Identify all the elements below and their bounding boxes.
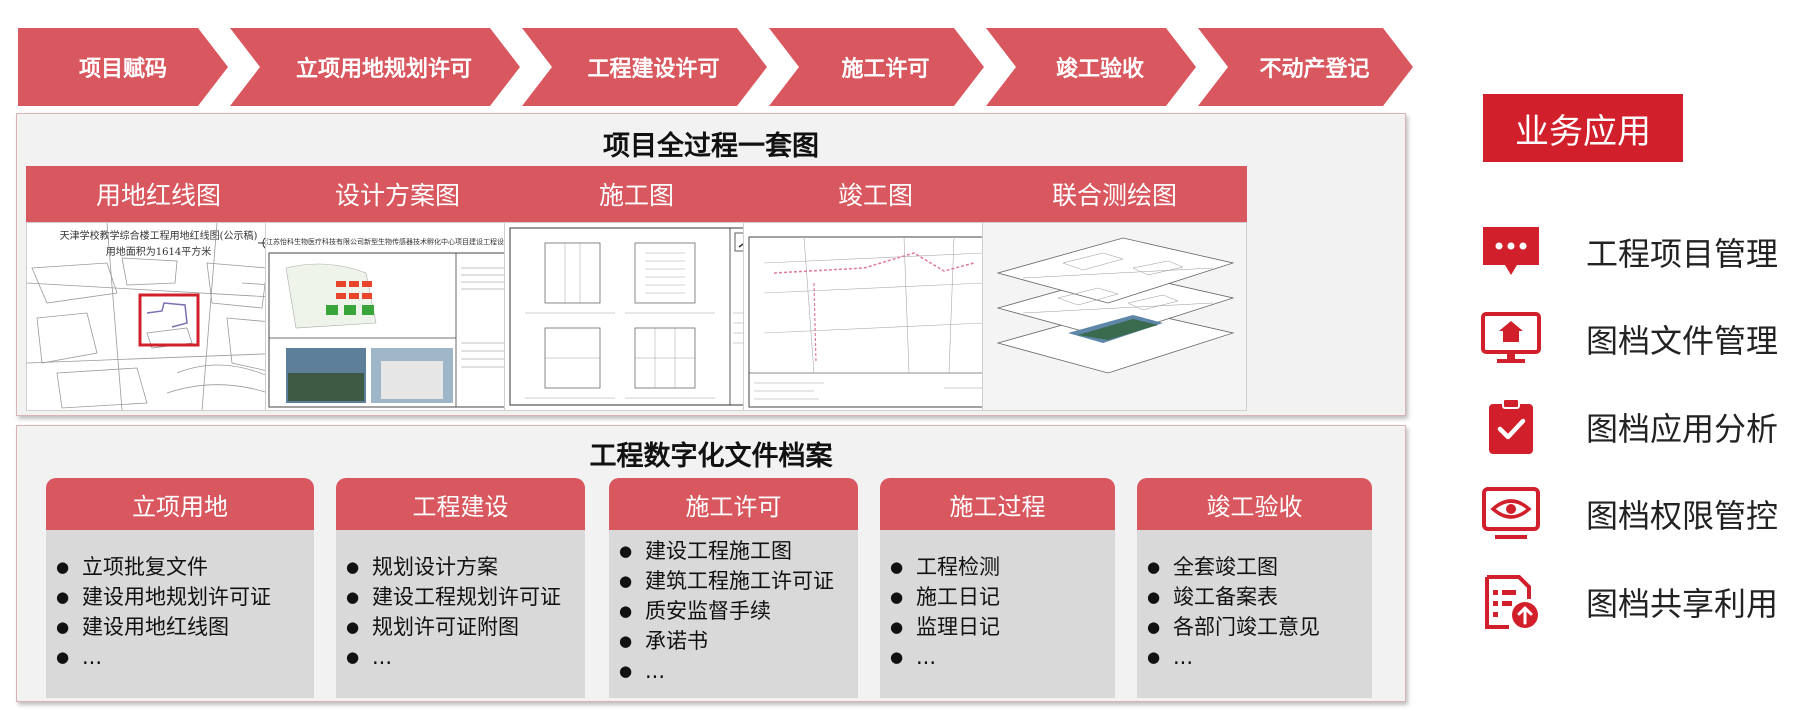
process-step-3: 工程建设许可	[522, 28, 767, 106]
document-share-icon	[1476, 570, 1546, 634]
list-item: 工程检测	[890, 552, 1115, 582]
business-item-files[interactable]: 图档文件管理	[1476, 307, 1796, 371]
process-step-4: 施工许可	[769, 28, 984, 106]
business-item-analysis[interactable]: 图档应用分析	[1476, 395, 1796, 459]
archive-category-title: 工程建设	[336, 478, 585, 530]
business-item-permission[interactable]: 图档权限管控	[1476, 482, 1796, 546]
list-item: 全套竣工图	[1147, 552, 1372, 582]
list-item: 各部门竣工意见	[1147, 612, 1372, 642]
construction-drawing-thumbnail	[504, 222, 769, 411]
list-item: 建筑工程施工许可证	[619, 566, 858, 596]
list-item: 建设工程规划许可证	[346, 582, 585, 612]
archive-category-list: 立项批复文件 建设用地规划许可证 建设用地红线图 ...	[46, 530, 314, 698]
process-step-6: 不动产登记	[1198, 28, 1413, 106]
drawing-card-title: 施工图	[504, 166, 769, 222]
list-item: 建设工程施工图	[619, 536, 858, 566]
eye-screen-icon	[1476, 482, 1546, 546]
archive-panel: 工程数字化文件档案 立项用地 立项批复文件 建设用地规划许可证 建设用地红线图 …	[16, 425, 1406, 702]
archive-category-title: 立项用地	[46, 478, 314, 530]
archive-category-title: 竣工验收	[1137, 478, 1372, 530]
process-flow: 项目赋码 立项用地规划许可 工程建设许可 施工许可 竣工验收 不动产登记	[18, 28, 1413, 106]
design-plan-thumbnail: 江苏怡科生物医疗科技有限公司新型生物传感器技术孵化中心项目建设工程设计方案批后公…	[265, 222, 530, 411]
list-item: 立项批复文件	[56, 552, 314, 582]
process-step-5: 竣工验收	[986, 28, 1196, 106]
list-item: 规划设计方案	[346, 552, 585, 582]
chat-bubble-icon	[1476, 220, 1546, 284]
drawing-card-title: 联合测绘图	[982, 166, 1247, 222]
list-item: ...	[619, 656, 858, 686]
list-item: 质安监督手续	[619, 596, 858, 626]
archive-category-permit[interactable]: 施工许可 建设工程施工图 建筑工程施工许可证 质安监督手续 承诺书 ...	[609, 478, 858, 698]
business-item-project[interactable]: 工程项目管理	[1476, 220, 1796, 284]
archive-category-title: 施工过程	[880, 478, 1115, 530]
list-item: ...	[346, 642, 585, 672]
archive-category-list: 建设工程施工图 建筑工程施工许可证 质安监督手续 承诺书 ...	[609, 530, 858, 698]
list-item: ...	[890, 642, 1115, 672]
archive-category-title: 施工许可	[609, 478, 858, 530]
list-item: 施工日记	[890, 582, 1115, 612]
list-item: ...	[56, 642, 314, 672]
drawing-card-design[interactable]: 设计方案图 江苏怡科生物医疗科技有限公司新型生物传感器技术孵化中心项目建设工程设…	[265, 166, 530, 411]
drawing-card-title: 用地红线图	[26, 166, 291, 222]
clipboard-check-icon	[1476, 395, 1546, 459]
archive-category-acceptance[interactable]: 竣工验收 全套竣工图 竣工备案表 各部门竣工意见 ...	[1137, 478, 1372, 698]
list-item: 竣工备案表	[1147, 582, 1372, 612]
process-step-2: 立项用地规划许可	[230, 28, 520, 106]
archive-category-list: 全套竣工图 竣工备案表 各部门竣工意见 ...	[1137, 530, 1372, 698]
process-step-1: 项目赋码	[18, 28, 228, 106]
drawing-card-title: 竣工图	[743, 166, 1008, 222]
archive-category-list: 规划设计方案 建设工程规划许可证 规划许可证附图 ...	[336, 530, 585, 698]
drawing-card-redline[interactable]: 用地红线图 天津学校教学综合楼工程用地红线图(公示稿) 用地面积为1614平方米	[26, 166, 291, 411]
drawing-card-asbuilt[interactable]: 竣工图	[743, 166, 1008, 411]
drawing-card-title: 设计方案图	[265, 166, 530, 222]
list-item: 建设用地规划许可证	[56, 582, 314, 612]
list-item: ...	[1147, 642, 1372, 672]
archive-category-construction[interactable]: 工程建设 规划设计方案 建设工程规划许可证 规划许可证附图 ...	[336, 478, 585, 698]
survey-drawing-thumbnail	[982, 222, 1247, 411]
drawing-card-construction[interactable]: 施工图	[504, 166, 769, 411]
archive-category-process[interactable]: 施工过程 工程检测 施工日记 监理日记 ...	[880, 478, 1115, 698]
asbuilt-drawing-thumbnail	[743, 222, 1008, 411]
archive-panel-title: 工程数字化文件档案	[589, 441, 833, 472]
business-title: 业务应用	[1483, 94, 1683, 162]
monitor-home-icon	[1476, 307, 1546, 371]
drawings-panel: 项目全过程一套图 用地红线图 天津学校教学综合楼工程用地红线图(公示稿) 用地面…	[16, 113, 1406, 416]
list-item: 承诺书	[619, 626, 858, 656]
drawings-panel-title: 项目全过程一套图	[603, 131, 819, 162]
drawing-card-survey[interactable]: 联合测绘图	[982, 166, 1247, 411]
archive-category-land[interactable]: 立项用地 立项批复文件 建设用地规划许可证 建设用地红线图 ...	[46, 478, 314, 698]
list-item: 监理日记	[890, 612, 1115, 642]
redline-map-thumbnail: 天津学校教学综合楼工程用地红线图(公示稿) 用地面积为1614平方米	[26, 222, 291, 411]
business-item-share[interactable]: 图档共享利用	[1476, 570, 1796, 634]
list-item: 规划许可证附图	[346, 612, 585, 642]
archive-category-list: 工程检测 施工日记 监理日记 ...	[880, 530, 1115, 698]
list-item: 建设用地红线图	[56, 612, 314, 642]
